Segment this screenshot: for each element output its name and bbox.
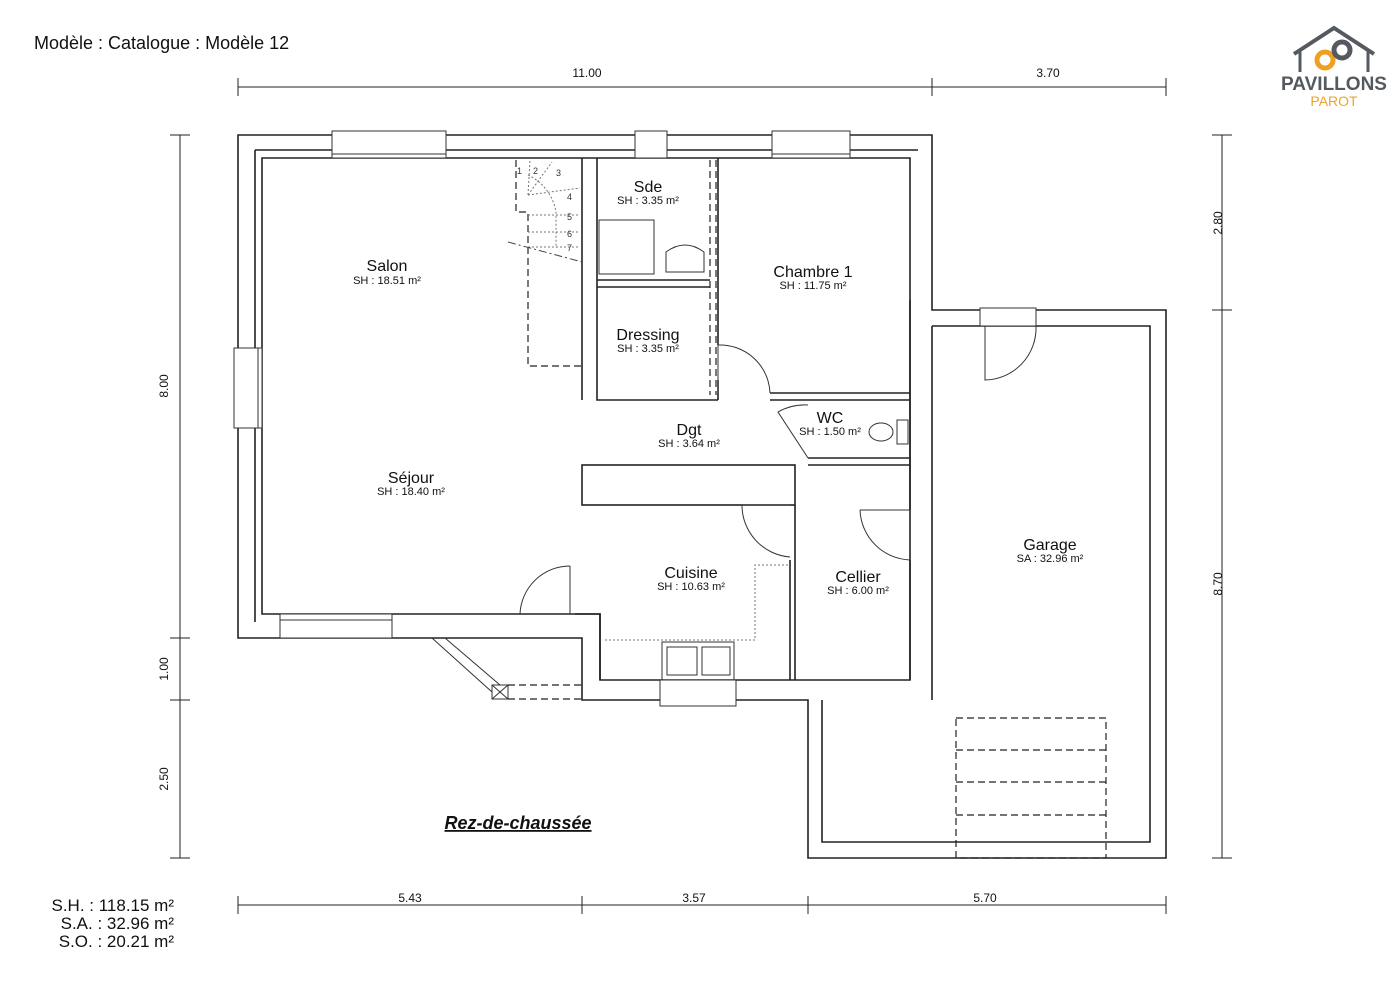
windows: [233, 130, 1037, 707]
room-name: Cellier: [835, 569, 881, 586]
room-name: Séjour: [388, 470, 435, 487]
stair-step-number: 4: [567, 192, 572, 202]
garage-door: [955, 717, 1107, 859]
room-name: WC: [817, 410, 844, 427]
dimension-label: 11.00: [572, 66, 601, 80]
room-area: SA : 32.96 m²: [1017, 553, 1084, 565]
washbasin-icon: [665, 244, 705, 273]
dimension-label: 3.57: [682, 891, 706, 905]
svg-text:PAVILLONS: PAVILLONS: [1282, 74, 1387, 95]
room-name: Garage: [1023, 537, 1076, 554]
fixtures: [431, 219, 909, 700]
room-labels: Salon SH : 18.51 m² Séjour SH : 18.40 m²…: [353, 179, 1084, 597]
dimension-labels: 11.00 3.70 5.43 3.57 5.70 8.00 1.00 2.50…: [157, 66, 1225, 905]
room-area: SH : 3.35 m²: [617, 343, 679, 355]
svg-text:PAROT: PAROT: [1310, 93, 1358, 109]
total-sa: S.A. : 32.96 m²: [60, 914, 174, 933]
room-area: SH : 1.50 m²: [799, 426, 861, 438]
area-totals: S.H. : 118.15 m² S.A. : 32.96 m² S.O. : …: [34, 897, 174, 951]
room-area: SH : 3.64 m²: [658, 438, 720, 450]
dimension-label: 1.00: [157, 657, 171, 681]
room-name: Chambre 1: [773, 264, 852, 281]
room-name: Dgt: [677, 422, 702, 439]
total-so: S.O. : 20.21 m²: [58, 932, 174, 951]
dimension-label: 5.70: [973, 891, 997, 905]
kitchen-sink-icon: [661, 641, 735, 681]
stair-step-number: 5: [567, 212, 572, 222]
doors: [519, 325, 1037, 615]
dimension-label: 2.50: [157, 767, 171, 791]
room-area: SH : 11.75 m²: [779, 280, 846, 292]
room-name: Dressing: [616, 327, 679, 344]
toilet-icon: [868, 422, 894, 442]
room-name: Cuisine: [664, 565, 717, 582]
room-area: SH : 6.00 m²: [827, 585, 889, 597]
stair-step-number: 3: [556, 168, 561, 178]
stair-step-number: 1: [517, 166, 522, 176]
house-logo-icon: PAVILLONS PAROT: [1281, 25, 1387, 109]
stair-step-number: 7: [567, 243, 572, 253]
room-area: SH : 18.40 m²: [377, 486, 445, 498]
stair-step-number: 6: [567, 229, 572, 239]
total-sh: S.H. : 118.15 m²: [51, 896, 174, 915]
sliding-partition: [709, 160, 717, 395]
interior-walls: [575, 158, 911, 680]
garage-wall-inner: [821, 325, 1151, 843]
room-area: SH : 3.35 m²: [617, 195, 679, 207]
pavillons-parot-logo: PAVILLONS PAROT: [1281, 20, 1387, 110]
staircase: 1 2 3 4 5 6 7: [507, 159, 583, 367]
level-label: Rez-de-chaussée: [444, 813, 591, 833]
dimension-label: 8.00: [157, 374, 171, 398]
shower-icon: [598, 219, 655, 275]
dimension-label: 8.70: [1211, 572, 1225, 596]
room-area: SH : 10.63 m²: [657, 581, 725, 593]
dimension-lines: [170, 78, 1232, 914]
room-area: SH : 18.51 m²: [353, 275, 421, 287]
room-name: Salon: [367, 258, 408, 275]
room-name: Sde: [634, 179, 663, 196]
dimension-label: 3.70: [1036, 66, 1060, 80]
exterior-wall-outer: [237, 134, 1167, 859]
dimension-label: 2.80: [1211, 211, 1225, 235]
stair-step-number: 2: [533, 166, 538, 176]
exterior-wall-inner: [261, 157, 911, 681]
dimension-label: 5.43: [398, 891, 422, 905]
plan-title: Modèle : Catalogue : Modèle 12: [34, 33, 290, 53]
